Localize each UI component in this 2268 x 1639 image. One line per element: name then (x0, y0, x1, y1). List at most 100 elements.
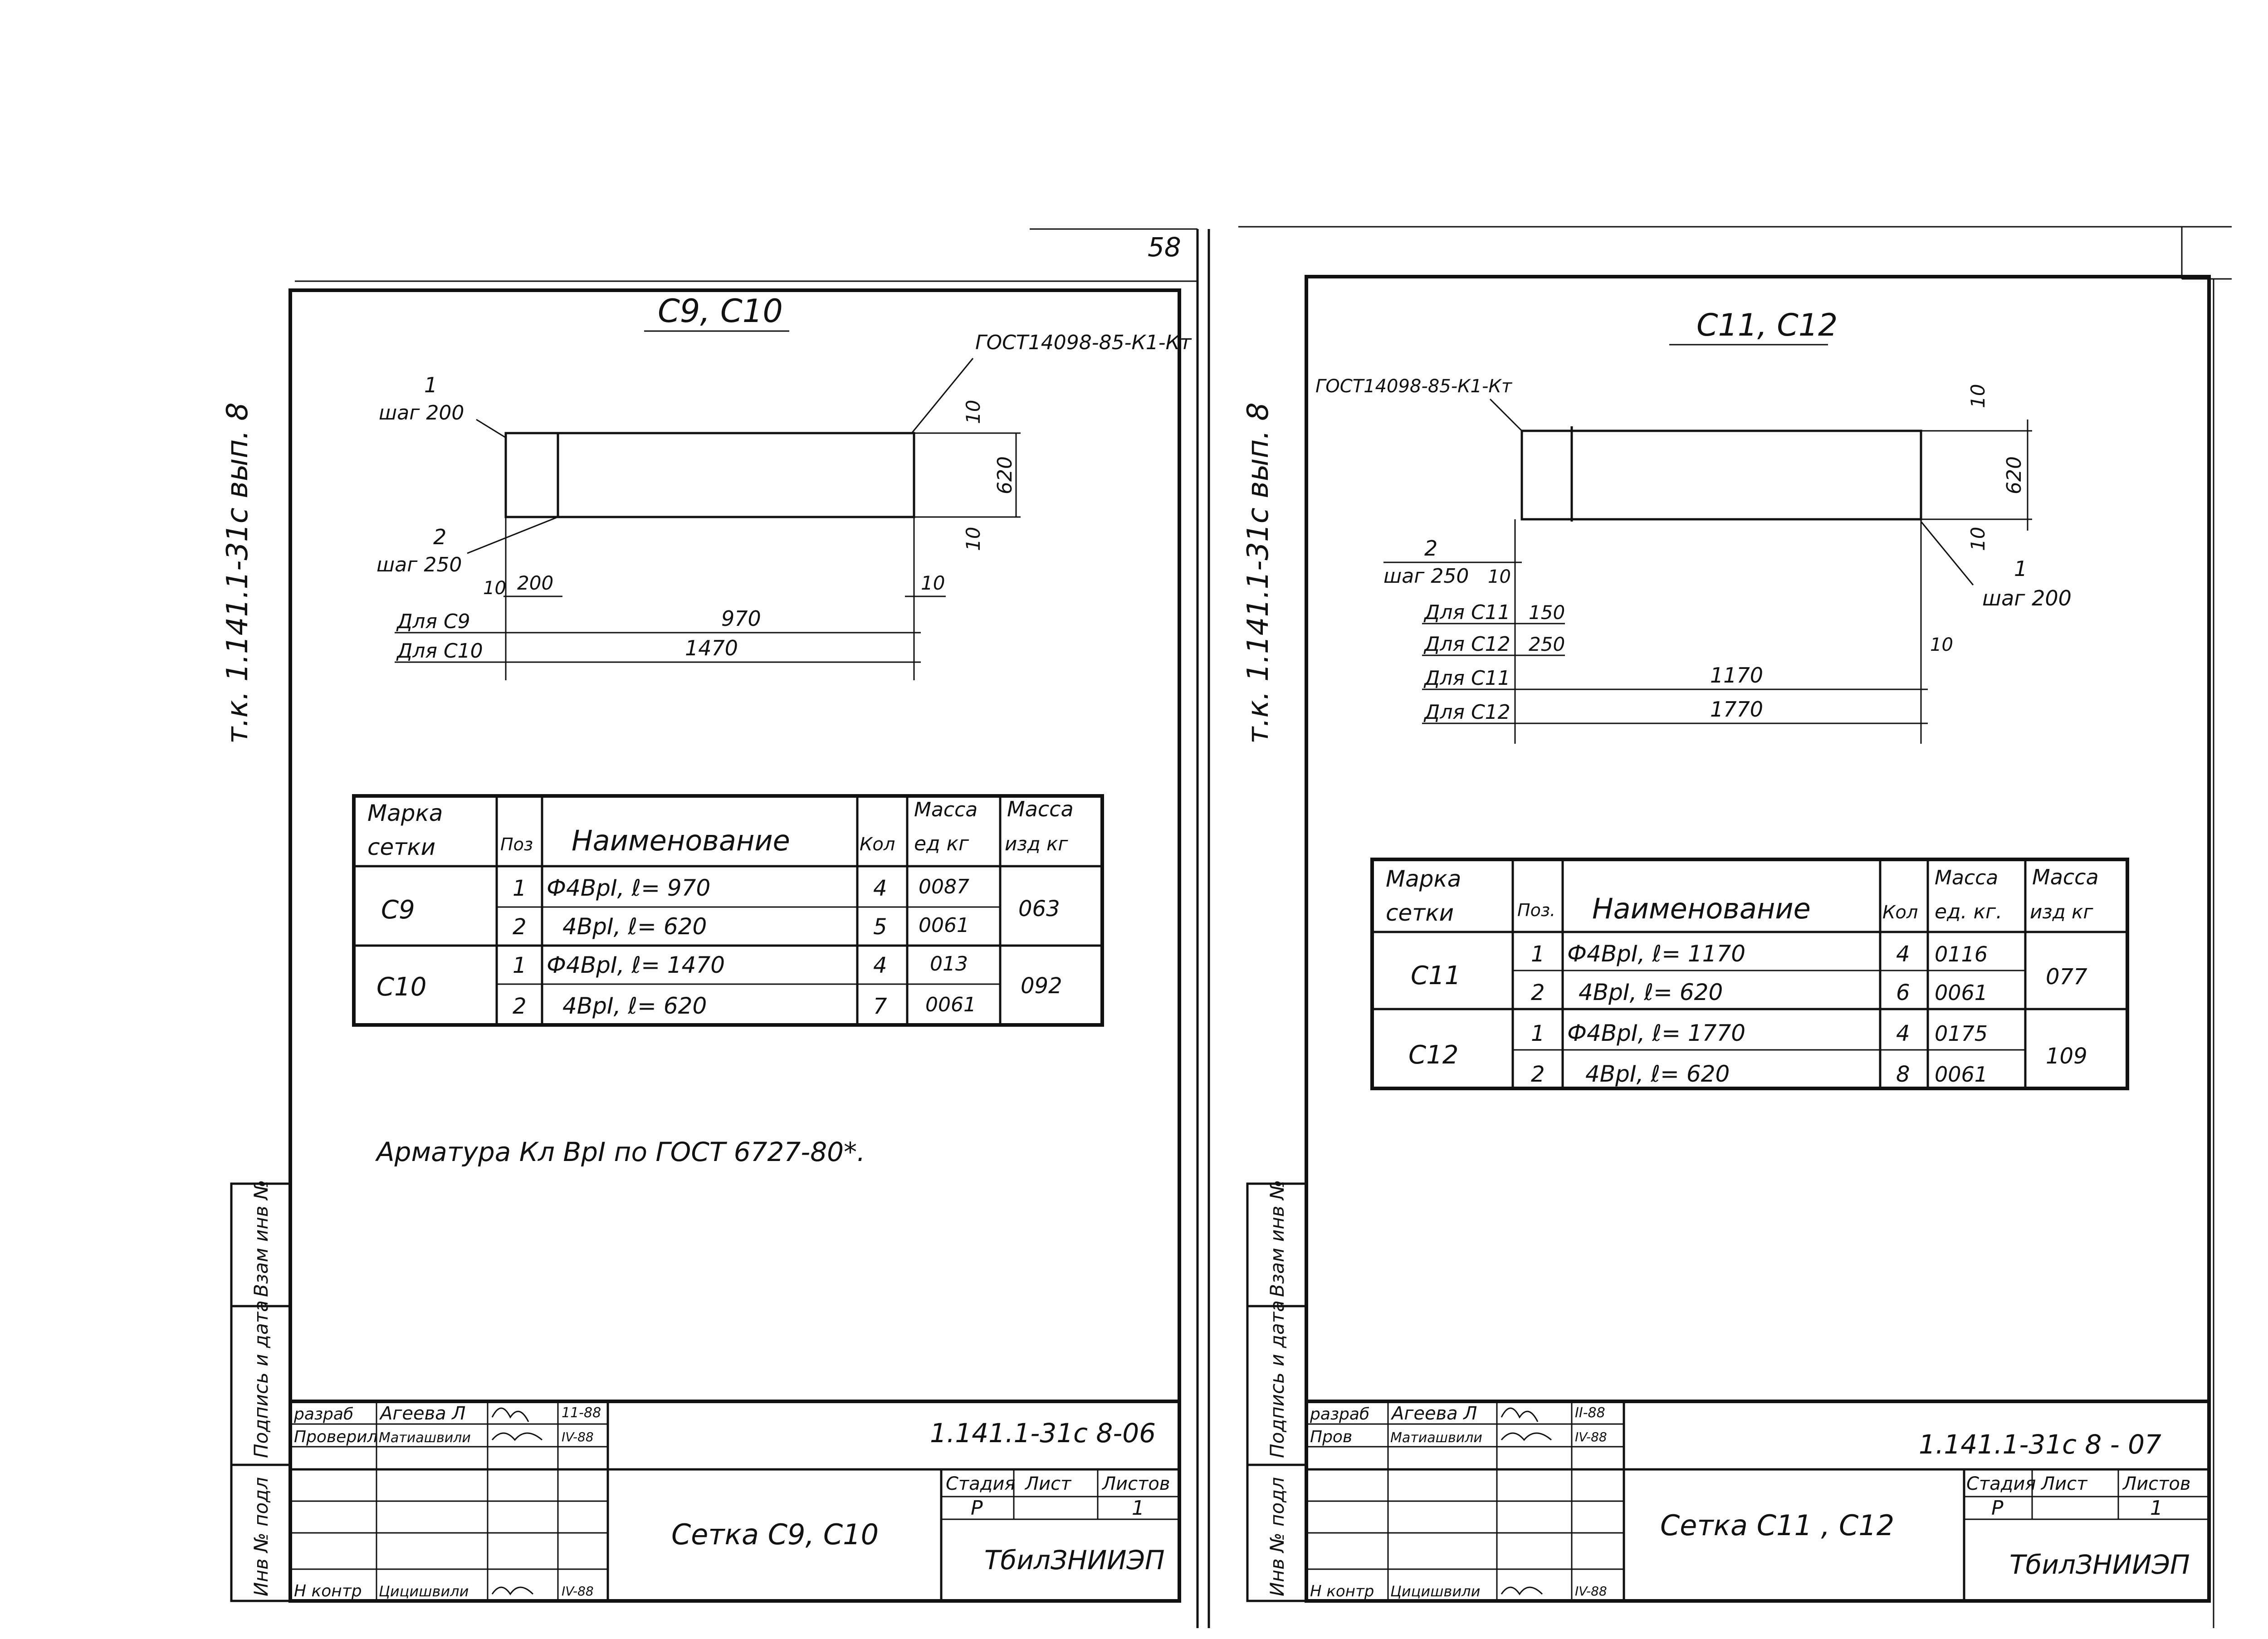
left-side-stamp-text-2: Подпись и дата (250, 1300, 272, 1458)
right-row1-label: Для С11 (1423, 601, 1510, 624)
right-th-pos: Поз. (1517, 900, 1555, 920)
left-dim-10-top: 10 (962, 400, 984, 424)
left-cell-unit-mass-1: 0087 (919, 875, 969, 898)
left-mesh-outline (504, 432, 915, 518)
left-gost-leader (911, 358, 974, 434)
left-row2-label: Для С10 (396, 639, 483, 663)
left-row1-label: Для С9 (396, 610, 470, 633)
left-dim-10-right: 10 (921, 572, 945, 594)
right-dim-10-right: 10 (1930, 634, 1953, 655)
right-cell-pos-4: 2 (1531, 1062, 1545, 1087)
left-tb-org: ТбилЗНИИЭП (984, 1545, 1165, 1576)
left-dim-620: 620 (993, 456, 1017, 494)
left-cell-mark-c9: С9 (381, 895, 415, 925)
left-rod2-step: шаг 250 (376, 553, 462, 576)
left-th-name: Наименование (572, 824, 790, 857)
left-sheet: Взам инв № Подпись и дата Инв № подл 58 … (221, 228, 1199, 1628)
left-cell-qty-2: 5 (873, 914, 887, 940)
left-th-qty: Кол (860, 834, 895, 855)
right-cell-unit-mass-1: 0116 (1935, 942, 1988, 966)
right-cell-item-mass-c12: 109 (2046, 1044, 2087, 1069)
right-tb-date-3: IV-88 (1575, 1584, 1607, 1599)
right-th-unit-mass-1: Масса (1935, 866, 1998, 889)
right-th-item-mass-1: Масса (2032, 865, 2099, 889)
left-table-border (352, 794, 1104, 1027)
right-side-stamp-text-3: Взам инв № (1266, 1180, 1288, 1297)
left-tb-role-3: Н контр (294, 1582, 362, 1600)
left-tb-name-1: Агеева Л (379, 1403, 465, 1424)
left-row1-value: 970 (721, 606, 761, 631)
left-frame (288, 288, 1181, 1603)
right-cell-qty-1: 4 (1896, 941, 1910, 967)
left-side-stamp-text-1: Инв № подл (250, 1477, 272, 1596)
right-tb-org: ТбилЗНИИЭП (2009, 1549, 2190, 1580)
left-tb-title: Сетка С9, С10 (671, 1518, 879, 1551)
left-tb-role-2: Проверил (294, 1428, 378, 1446)
right-dim-620: 620 (2003, 456, 2026, 494)
right-tb-sheets-label: Листов (2122, 1473, 2190, 1494)
left-spec-table: Марка сетки Поз Наименование Кол Масса е… (352, 794, 1104, 1027)
right-cell-pos-3: 1 (1531, 1021, 1545, 1046)
left-rod2-pos: 2 (433, 525, 446, 549)
left-side-stamp-text-3: Взам инв № (250, 1180, 272, 1297)
right-tb-code: 1.141.1-31с 8 - 07 (1919, 1429, 2161, 1460)
right-tb-role-1: разраб (1310, 1405, 1369, 1424)
left-cell-unit-mass-2: 0061 (919, 914, 969, 937)
right-tb-sheet-label: Лист (2040, 1473, 2088, 1494)
left-title-block: разраб Агеева Л 11-88 Проверил Матиашвил… (290, 1400, 1179, 1601)
left-th-mark-2: сетки (367, 834, 435, 860)
right-row4-label: Для С12 (1423, 701, 1510, 724)
right-tb-sheets: 1 (2150, 1497, 2163, 1520)
right-cell-qty-4: 8 (1896, 1062, 1910, 1087)
left-th-pos: Поз (500, 834, 533, 854)
right-rod1-step: шаг 200 (1982, 586, 2072, 610)
left-rod2-leader (467, 516, 558, 554)
right-tb-role-3: Н контр (1310, 1582, 1374, 1600)
right-cell-mark-c11: С11 (1411, 961, 1461, 990)
right-dim-10-left: 10 (1488, 566, 1511, 587)
left-page-number: 58 (1148, 232, 1181, 263)
left-tb-role-1: разраб (293, 1405, 353, 1424)
right-rod2-pos: 2 (1424, 536, 1437, 561)
left-row2-value: 1470 (685, 636, 738, 660)
left-side-code: т.к. 1.141.1-31с вып. 8 (221, 402, 254, 744)
left-tb-signatures (491, 1407, 543, 1595)
left-tb-date-1: 11-88 (562, 1405, 601, 1421)
left-tb-stage-label: Стадия (946, 1473, 1015, 1494)
left-cell-item-mass-c10: 092 (1021, 973, 1062, 999)
right-row2-label: Для С12 (1423, 633, 1510, 656)
left-cell-name-3: Ф4ВрI, ℓ= 1470 (547, 952, 725, 978)
right-cell-qty-2: 6 (1896, 980, 1910, 1005)
left-cell-qty-3: 4 (873, 953, 887, 978)
left-cell-name-2: 4ВрI, ℓ= 620 (562, 913, 707, 940)
right-tb-name-2: Матиашвили (1390, 1430, 1482, 1446)
left-cell-mark-c10: С10 (376, 972, 426, 1002)
right-cell-pos-1: 1 (1531, 941, 1545, 967)
right-cell-name-2: 4ВрI, ℓ= 620 (1579, 979, 1723, 1005)
right-side-code: т.к. 1.141.1-31с вып. 8 (1242, 402, 1275, 744)
right-tb-signatures (1501, 1407, 1552, 1595)
left-th-item-mass-2: изд кг (1005, 833, 1068, 855)
right-cell-item-mass-c11: 077 (2046, 964, 2087, 990)
right-th-mark-2: сетки (1386, 900, 1454, 926)
right-tb-title: Сетка С11 , С12 (1660, 1509, 1894, 1542)
right-sheet: Взам инв № Подпись и дата Инв № подл т.к… (1238, 226, 2232, 1628)
right-row1-value: 150 (1529, 601, 1565, 624)
left-dim-10-left: 10 (483, 578, 506, 599)
right-tb-date-2: IV-88 (1575, 1429, 1607, 1444)
right-rod1-pos: 1 (2014, 556, 2027, 581)
left-cell-pos-2: 2 (513, 914, 527, 940)
left-tb-sheet-label: Лист (1024, 1473, 1072, 1494)
left-tb-name-2: Матиашвили (379, 1430, 471, 1446)
left-tb-date-3: IV-88 (562, 1584, 594, 1599)
left-cell-pos-1: 1 (513, 876, 527, 901)
left-rod1-step: шаг 200 (379, 401, 464, 424)
right-spec-table: Марка сетки Поз. Наименование Кол Масса … (1370, 858, 2129, 1090)
right-gost-ref: ГОСТ14098-85-К1-Кт (1315, 376, 1513, 397)
right-cell-unit-mass-3: 0175 (1935, 1021, 1988, 1046)
right-th-qty: Кол (1882, 902, 1918, 923)
right-rod1-leader (1920, 521, 1974, 585)
right-tb-stage: Р (1991, 1497, 2004, 1520)
left-cell-unit-mass-3: 013 (930, 952, 968, 976)
left-note: Арматура Кл ВрI по ГОСТ 6727-80*. (375, 1137, 865, 1167)
